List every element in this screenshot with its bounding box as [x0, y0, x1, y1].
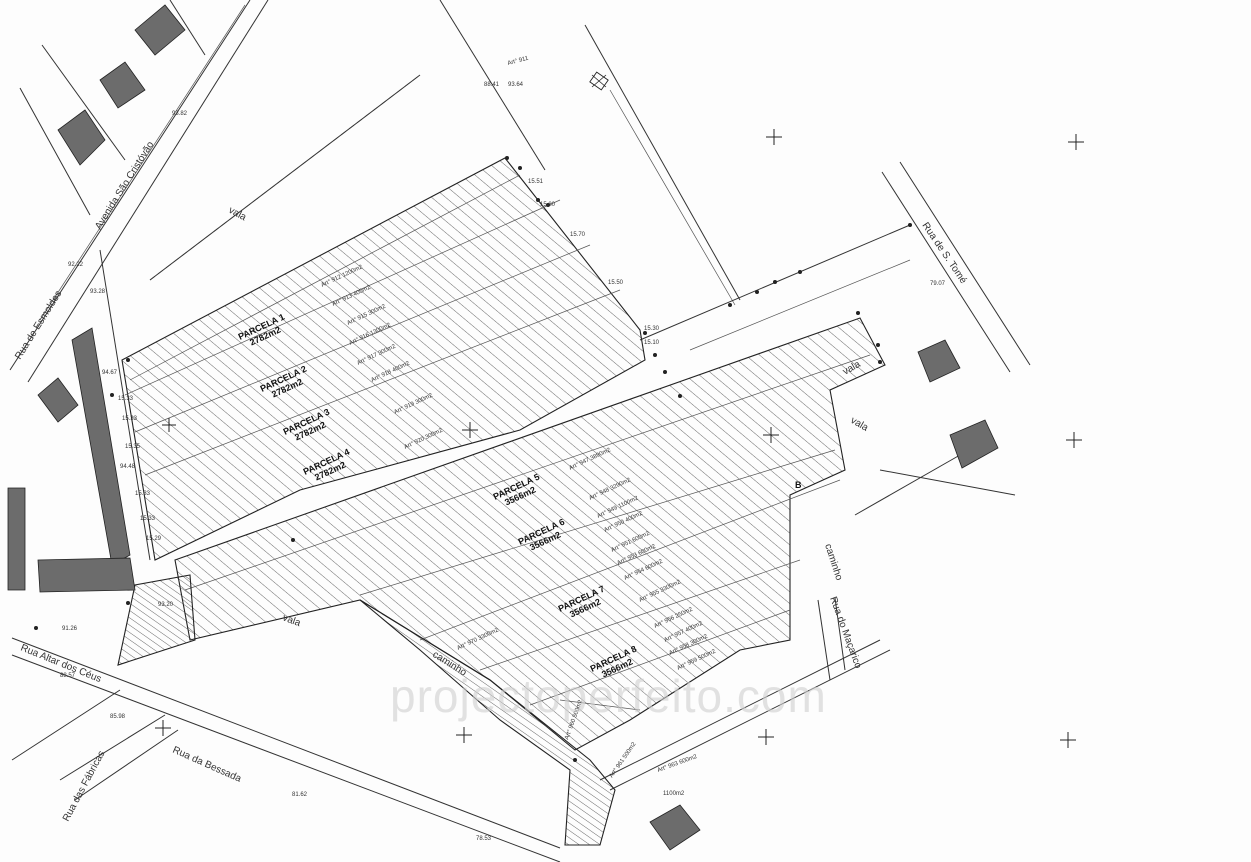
- svg-text:88.57: 88.57: [60, 673, 76, 679]
- svg-text:15.29: 15.29: [146, 536, 162, 542]
- road-bottom: [11, 637, 561, 862]
- svg-text:15.80: 15.80: [540, 202, 556, 208]
- svg-text:93.28: 93.28: [90, 289, 106, 295]
- building-strip-left: [71, 327, 131, 566]
- svg-text:79.07: 79.07: [930, 281, 946, 287]
- building-5: [7, 487, 26, 591]
- svg-text:81.62: 81.62: [292, 792, 308, 798]
- road-s-tome: [881, 161, 1031, 373]
- building-2: [99, 61, 146, 109]
- point-b-label: B: [795, 480, 802, 490]
- svg-text:94.48: 94.48: [120, 464, 136, 470]
- svg-text:15.51: 15.51: [528, 179, 544, 185]
- svg-text:15.10: 15.10: [644, 340, 660, 346]
- building-6: [37, 557, 136, 593]
- building-8: [949, 419, 999, 469]
- svg-text:15.30: 15.30: [644, 326, 660, 332]
- svg-text:15.50: 15.50: [608, 280, 624, 286]
- svg-text:93.64: 93.64: [508, 82, 524, 88]
- survey-markers: [155, 129, 1084, 748]
- watermark: projectoperfeito.com: [390, 670, 827, 722]
- svg-text:88.41: 88.41: [484, 82, 500, 88]
- svg-text:78.53: 78.53: [476, 836, 492, 842]
- svg-text:15.70: 15.70: [570, 232, 586, 238]
- article-label: 1100m2: [663, 791, 685, 797]
- parcel-bottom-strip: [359, 599, 616, 846]
- svg-text:15.33: 15.33: [135, 491, 151, 497]
- article-label: Art° 911: [507, 55, 530, 66]
- svg-text:91.26: 91.26: [62, 626, 78, 632]
- svg-text:15.33: 15.33: [118, 396, 134, 402]
- parcel-group-upper: [121, 157, 646, 561]
- building-7: [917, 339, 961, 383]
- building-3: [57, 109, 106, 166]
- building-4: [37, 377, 79, 423]
- buildings: [7, 4, 999, 851]
- svg-text:15.33: 15.33: [140, 516, 156, 522]
- boxed-x-symbol: [589, 71, 609, 91]
- survey-points: [34, 156, 912, 762]
- svg-text:92.22: 92.22: [68, 262, 84, 268]
- parcel-left-strip: [117, 574, 196, 666]
- building-1: [134, 4, 186, 56]
- building-9: [649, 804, 701, 851]
- svg-text:93.82: 93.82: [172, 111, 188, 117]
- svg-text:15.33: 15.33: [122, 416, 138, 422]
- road-avenida: [9, 0, 269, 383]
- misc-lines: [19, 0, 1016, 791]
- elevation-labels: 88.41 93.64 93.82 92.22 93.28 94.67 15.3…: [60, 82, 946, 842]
- parcel-group-lower: [174, 317, 886, 751]
- svg-text:94.67: 94.67: [102, 370, 118, 376]
- svg-text:85.98: 85.98: [110, 714, 126, 720]
- svg-text:93.20: 93.20: [158, 602, 174, 608]
- svg-text:15.35: 15.35: [125, 444, 141, 450]
